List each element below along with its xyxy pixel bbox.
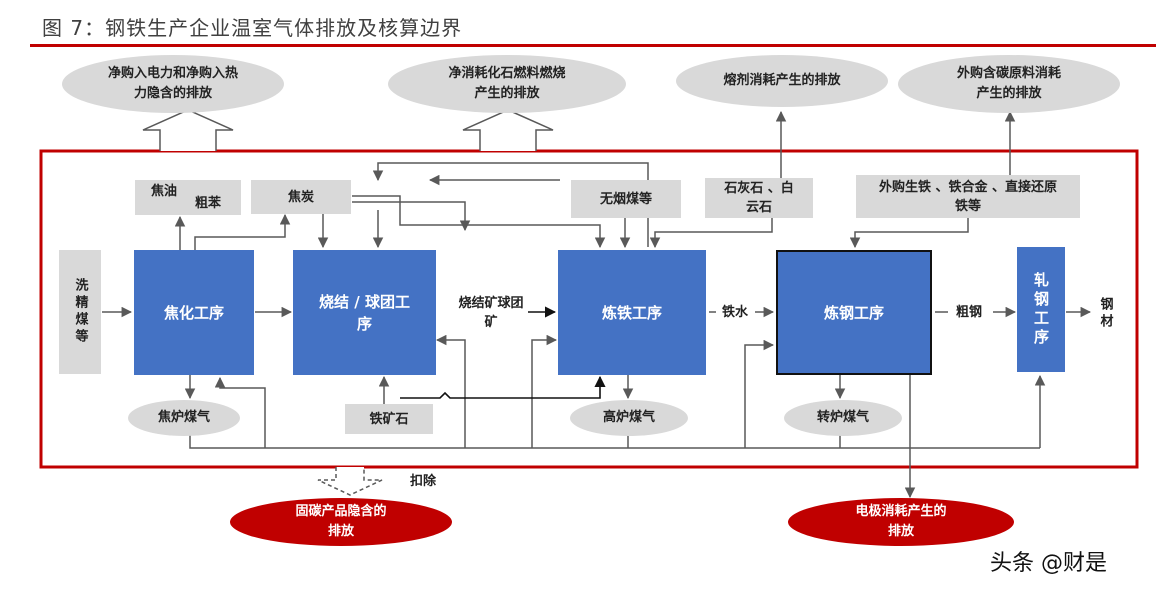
ellipse-fossil-fuel-combustion: 净消耗化石燃料燃烧产生的排放 (388, 55, 626, 113)
blast-furnace-gas: 高炉煤气 (570, 400, 688, 436)
coke-oven-gas: 焦炉煤气 (128, 400, 240, 436)
anthracite-box: 无烟煤等 (571, 180, 681, 218)
coking-process: 焦化工序 (134, 250, 254, 375)
sinter-pellet-label: 烧结矿球团矿 (458, 296, 524, 330)
washed-coal-box: 洗精煤等 (59, 250, 101, 374)
converter-gas: 转炉煤气 (784, 400, 902, 436)
figure-title: 图 7：钢铁生产企业温室气体排放及核算边界 (42, 16, 463, 40)
tar-benzol-box: 焦油 粗苯 (135, 180, 241, 215)
deduct-arrow (317, 467, 383, 496)
sintering-pelletizing-process: 烧结 / 球团工序 (293, 250, 436, 375)
rolling-process: 轧钢工序 (1017, 247, 1065, 372)
steel-product-label: 钢材 (1097, 297, 1113, 331)
hollow-arrow-electricity (142, 109, 234, 151)
hollow-arrow-fossil (462, 109, 554, 151)
title-rule (30, 44, 1156, 47)
benzol-label: 粗苯 (195, 196, 222, 211)
hot-metal-label: 铁水 (721, 304, 748, 320)
limestone-box: 石灰石 、白云石 (705, 178, 813, 218)
ellipse-carbon-material: 外购含碳原料消耗产生的排放 (898, 55, 1120, 113)
deduct-label: 扣除 (409, 473, 436, 489)
ellipse-flux-consumption: 熔剂消耗产生的排放 (676, 55, 888, 107)
accounting-boundary (39, 149, 1139, 469)
purchased-iron-box: 外购生铁 、铁合金 、直接还原铁等 (856, 175, 1080, 218)
coke-box: 焦炭 (251, 180, 351, 214)
ellipse-purchased-electricity-heat: 净购入电力和净购入热力隐含的排放 (62, 55, 284, 113)
tar-label: 焦油 (151, 184, 178, 199)
electrode-consumption-emission: 电极消耗产生的排放 (788, 498, 1014, 546)
steelmaking-process: 炼钢工序 (776, 250, 932, 375)
ironmaking-process: 炼铁工序 (558, 250, 706, 375)
watermark: 头条 @财是 (990, 551, 1107, 576)
carbon-fixed-products-emission: 固碳产品隐含的排放 (230, 498, 452, 546)
crude-steel-label: 粗钢 (955, 304, 982, 320)
iron-ore-box: 铁矿石 (345, 404, 433, 434)
